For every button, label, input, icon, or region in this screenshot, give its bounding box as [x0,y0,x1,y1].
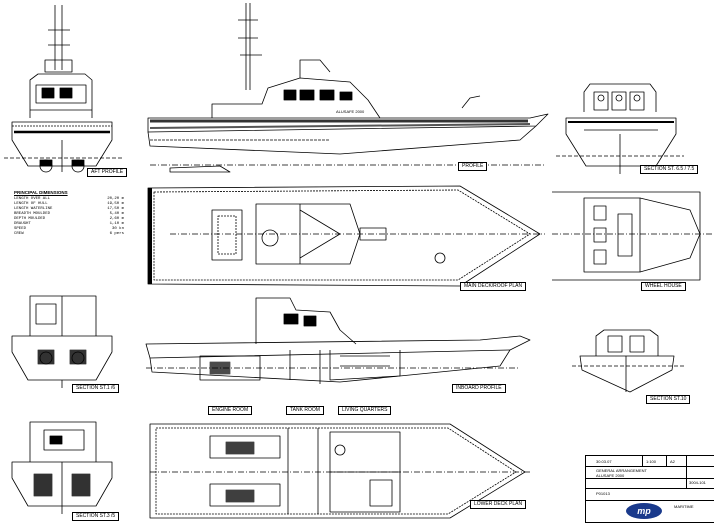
wheel-house-view [552,191,712,281]
title-block-project-no: P01013 [596,491,610,496]
label-section-65-75: SECTION ST. 6.5 / 7.5 [640,165,699,174]
dimension-rows: LENGTH OVER ALL 20,20 m LENGTH OF HULL 19,5… [14,197,124,237]
inboard-profile-view [145,297,531,384]
hull-name: ALUSAFE 2000 [336,109,365,114]
main-deck-plan-view [147,185,545,287]
dimension-row: SPEED 30 kn [14,227,124,232]
dimension-value: 17,50 m [107,207,124,211]
section-st10-view [572,329,684,393]
principal-dimensions: PRINCIPAL DIMENSIONS LENGTH OVER ALL 20,2… [14,190,124,237]
dimension-row: BREADTH MOULDED 5,40 m [14,212,124,217]
title-block: 30.03.07 1:100 A2 GENERAL ARRANGEMENT AL… [585,455,714,523]
label-engine-room: ENGINE ROOM [208,406,253,415]
title-block-date: 30.03.07 [596,459,612,464]
label-lower-deck-plan: LOWER DECK PLAN [470,500,527,509]
title-block-scale: 1:100 [646,459,657,464]
dimension-value: 30 kn [111,227,124,231]
dimension-row: LENGTH OVER ALL 20,20 m [14,197,124,202]
label-wheel-house: WHEEL HOUSE [641,282,686,291]
principal-dimensions-heading: PRINCIPAL DIMENSIONS [14,190,68,195]
label-inboard-profile: INBOARD PROFILE [452,384,506,393]
dimension-name: DRAUGHT [14,222,31,226]
section-65-75-view [556,83,684,174]
label-profile: PROFILE [458,162,488,171]
dimension-name: SPEED [14,227,27,231]
dimension-value: 20,20 m [107,197,124,201]
dimension-name: LENGTH WATERLINE [14,207,53,211]
dimension-value: 19,50 m [107,202,124,206]
title-block-title-1: GENERAL ARRANGEMENT [596,468,647,473]
title-block-size: A2 [670,459,675,464]
profile-view [147,3,549,173]
dimension-name: BREADTH MOULDED [14,212,51,216]
dimension-name: CREW [14,232,24,236]
dimension-row: LENGTH OF HULL 19,50 m [14,202,124,207]
lower-deck-plan-view [149,423,530,519]
dimension-row: DEPTH MOULDED 2,60 m [14,217,124,222]
dimension-name: LENGTH OVER ALL [14,197,51,201]
label-tank-room: TANK ROOM [286,406,324,415]
section-st6-view [11,295,113,388]
dimension-row: CREW 6 pers [14,232,124,237]
dimension-value: 1,10 m [109,222,124,226]
title-block-drawing-no: 3004-101 [689,480,706,485]
section-st35-view [11,421,113,514]
label-aft-profile: AFT PROFILE [87,168,128,177]
company-logo: mp [626,503,662,519]
label-main-deck-roof-plan: MAIN DECK/ROOF PLAN [460,282,527,291]
dimension-value: 2,60 m [109,217,124,221]
aft-profile-view [4,5,124,173]
dimension-row: LENGTH WATERLINE 17,50 m [14,207,124,212]
dimension-value: 6 pers [109,232,124,236]
label-section-st10: SECTION ST.10 [646,395,691,404]
title-block-title-2: ALUSAFE 2000 [596,473,625,478]
title-block-company: MARITIME [674,504,694,509]
dimension-name: DEPTH MOULDED [14,217,46,221]
dimension-value: 5,40 m [109,212,124,216]
dimension-row: DRAUGHT 1,10 m [14,222,124,227]
label-section-st6: SECTION ST.1 /6 [72,384,120,393]
label-living-quarters: LIVING QUARTERS [338,406,392,415]
dimension-name: LENGTH OF HULL [14,202,48,206]
label-section-st35: SECTION ST.3 /5 [72,512,120,521]
